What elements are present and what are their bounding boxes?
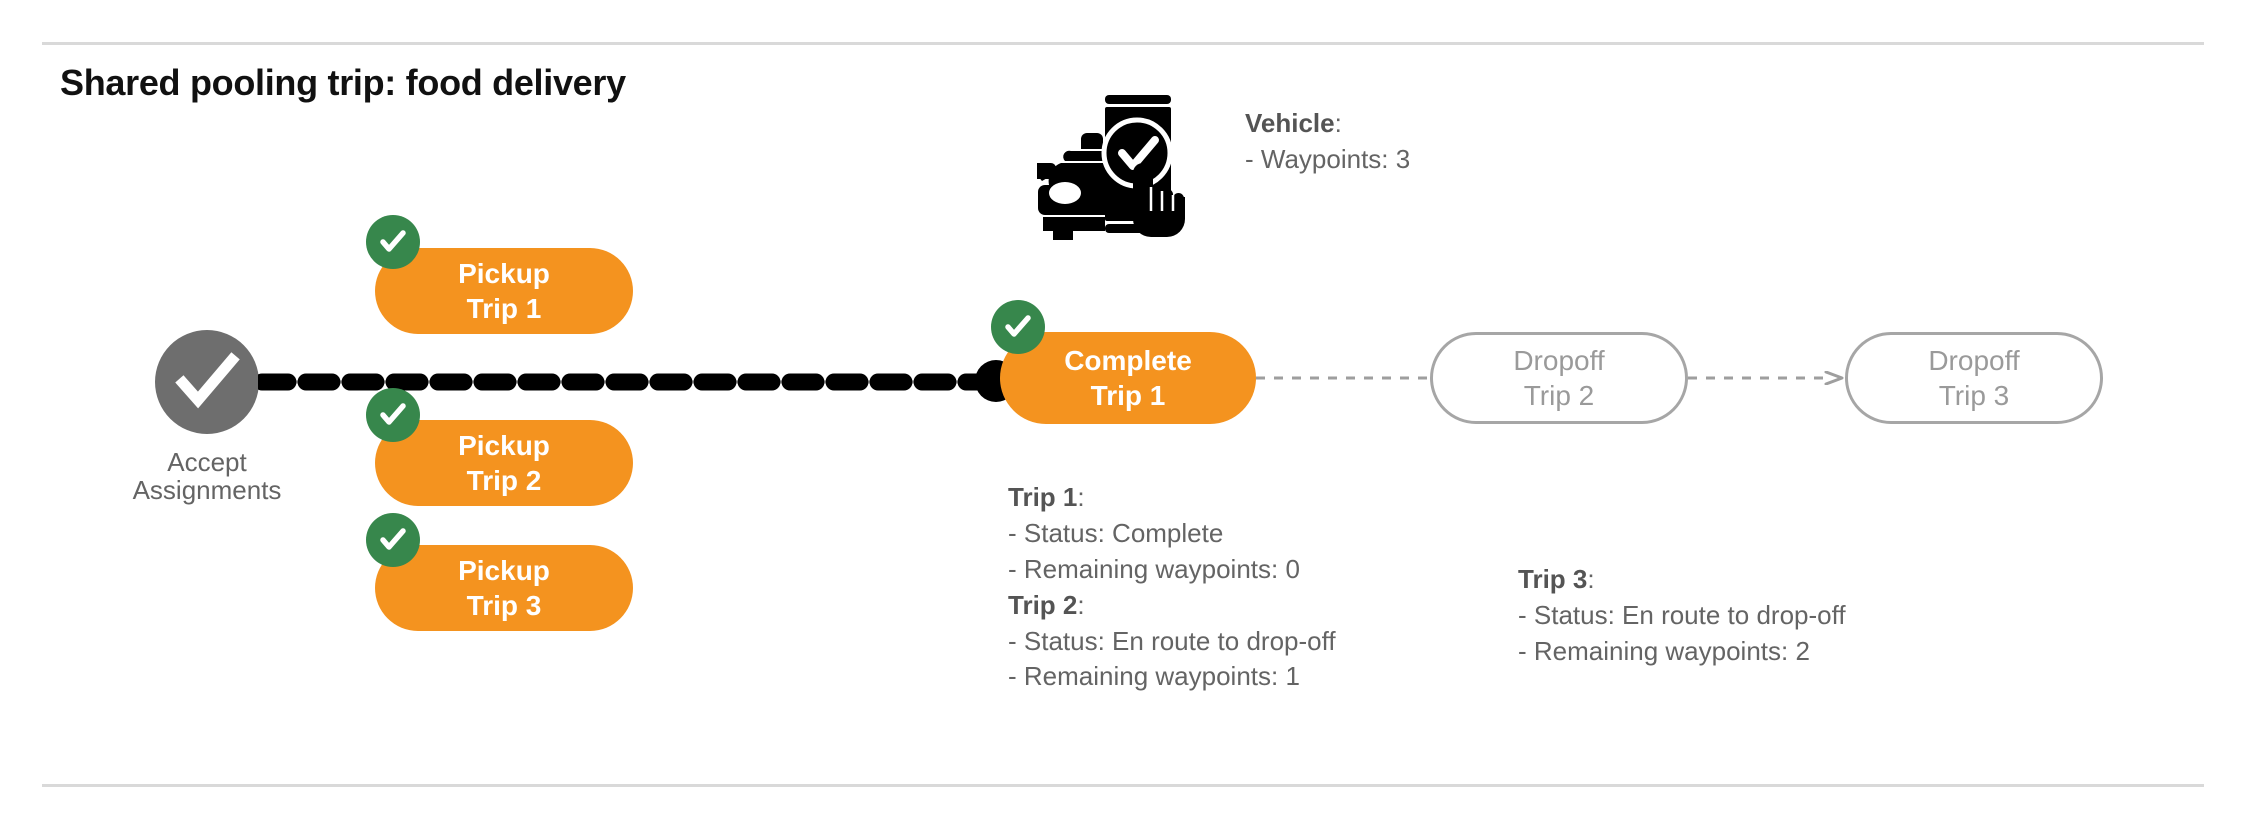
- accept-label-line1: Accept: [167, 447, 247, 477]
- dropoff-trip-2-line2: Trip 2: [1523, 380, 1595, 411]
- divider-bottom: [42, 784, 2204, 787]
- check-badge-icon: [366, 388, 420, 442]
- vehicle-note-heading: Vehicle: [1245, 108, 1335, 138]
- trip-3-notes: Trip 3: - Status: En route to drop-off -…: [1518, 562, 1846, 670]
- trip-2-heading: Trip 2: [1008, 589, 1078, 620]
- trip-2-waypoints: - Remaining waypoints: 1: [1008, 661, 1300, 692]
- dropoff-trip-3-node[interactable]: Dropoff Trip 3: [1845, 332, 2103, 424]
- trip-3-heading: Trip 3: [1518, 564, 1588, 594]
- trip-3-status: - Status: En route to drop-off: [1518, 599, 1846, 630]
- connector-complete-to-dropoff2: [1256, 371, 1432, 385]
- accept-assignments-label: Accept Assignments: [90, 448, 324, 504]
- check-badge-icon: [366, 215, 420, 269]
- connector-dropoff2-to-dropoff3: [1688, 370, 1848, 386]
- trip-3-colon: :: [1587, 564, 1595, 594]
- vehicle-note-waypoints: - Waypoints: 3: [1245, 143, 1411, 174]
- complete-trip-1-line2: Trip 1: [1090, 380, 1166, 411]
- check-badge-icon: [991, 300, 1045, 354]
- dropoff-trip-2-line1: Dropoff: [1513, 345, 1605, 376]
- pickup-trip-2-node[interactable]: Pickup Trip 2: [375, 420, 633, 506]
- pickup-trip-1-line2: Trip 1: [466, 293, 542, 324]
- pickup-trip-3-node[interactable]: Pickup Trip 3: [375, 545, 633, 631]
- pickup-trip-1-node[interactable]: Pickup Trip 1: [375, 248, 633, 334]
- dropoff-trip-2-node[interactable]: Dropoff Trip 2: [1430, 332, 1688, 424]
- complete-trip-1-node[interactable]: Complete Trip 1: [1000, 332, 1256, 424]
- pickup-trip-2-line2: Trip 2: [466, 465, 542, 496]
- trip-1-2-notes: Trip 1: - Status: Complete - Remaining w…: [1008, 480, 1336, 695]
- trip-1-heading: Trip 1: [1008, 482, 1078, 512]
- vehicle-note: Vehicle: - Waypoints: 3: [1245, 106, 1410, 178]
- pickup-trip-3-line2: Trip 3: [466, 590, 542, 621]
- accept-assignments-node[interactable]: [155, 330, 259, 434]
- check-circle-icon: [175, 352, 240, 409]
- complete-trip-1-line1: Complete: [1064, 345, 1192, 376]
- trip-2-status: - Status: En route to drop-off: [1008, 625, 1336, 656]
- divider-top: [42, 42, 2204, 45]
- trip-1-waypoints: - Remaining waypoints: 0: [1008, 553, 1300, 584]
- accept-label-line2: Assignments: [132, 475, 282, 506]
- trip-1-colon: :: [1077, 482, 1085, 512]
- page-title: Shared pooling trip: food delivery: [60, 62, 626, 103]
- pickup-trip-1-line1: Pickup: [458, 258, 550, 289]
- pickup-trip-2-line1: Pickup: [458, 430, 550, 461]
- check-badge-icon: [366, 513, 420, 567]
- pickup-trip-3-line1: Pickup: [458, 555, 550, 586]
- dropoff-trip-3-line1: Dropoff: [1928, 345, 2020, 376]
- vehicle-note-colon: :: [1334, 108, 1342, 138]
- trip-3-waypoints: - Remaining waypoints: 2: [1518, 635, 1810, 666]
- trip-1-status: - Status: Complete: [1008, 517, 1224, 548]
- trip-2-colon: :: [1077, 589, 1085, 620]
- dropoff-trip-3-line2: Trip 3: [1938, 380, 2010, 411]
- main-dashed-connector: [253, 372, 1005, 392]
- car-phone-check-icon: [1035, 85, 1195, 240]
